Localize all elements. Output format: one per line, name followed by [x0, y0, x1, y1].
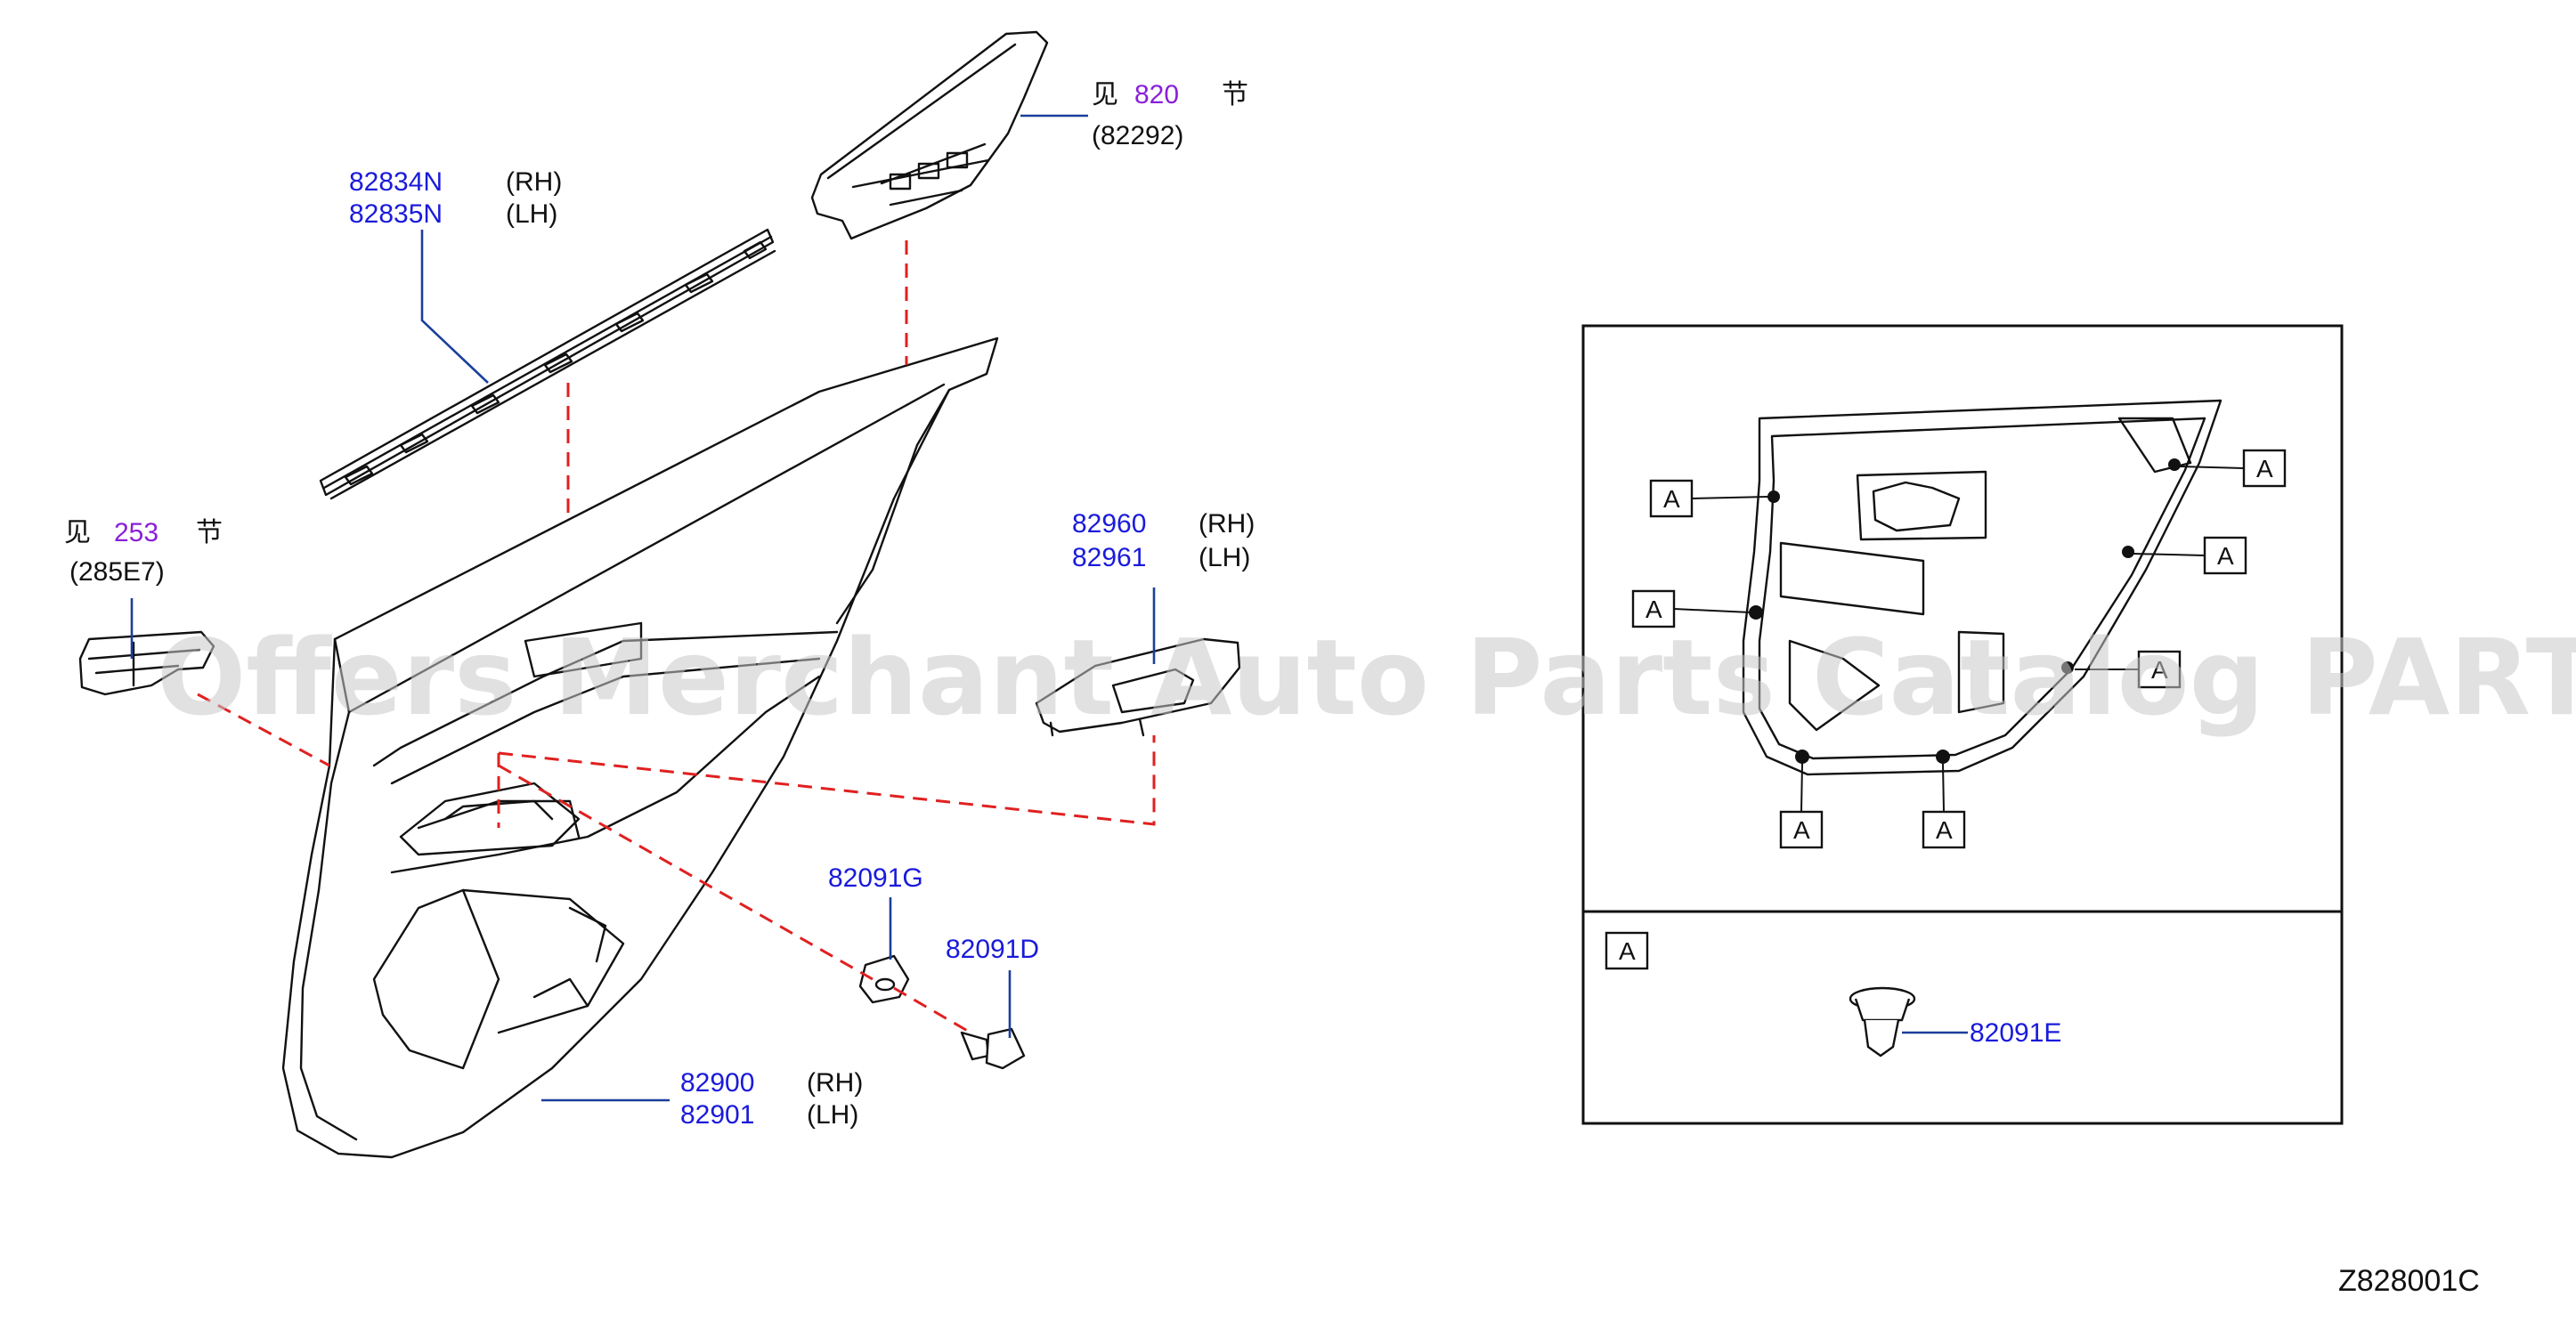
code-82292: (82292): [1092, 121, 1183, 150]
belt-finisher-strip: [319, 228, 776, 500]
door-frame-detail: [1742, 399, 2223, 776]
diagram-code: Z828001C: [2338, 1264, 2480, 1298]
side-lh-82961: (LH): [1199, 543, 1250, 572]
callout-a-2: A: [1646, 596, 1662, 623]
watermark-text: Offers Merchant Auto Parts Catalog PARTS…: [157, 616, 2576, 739]
leader-lines-left: [130, 114, 1156, 1102]
detail-box: [1581, 324, 2344, 1125]
callout-a-4: A: [2217, 542, 2234, 570]
see-label-253: 见: [64, 517, 91, 548]
callout-a-6: A: [1793, 816, 1810, 844]
door-finisher-panel: [281, 336, 999, 1159]
part-number-82091g: 82091G: [828, 863, 923, 893]
section-label-820: 节: [1222, 79, 1248, 110]
side-rh-82834n: (RH): [506, 167, 562, 197]
section-label-253: 节: [196, 517, 223, 548]
part-number-82961: 82961: [1072, 543, 1146, 572]
switch-finisher: [1035, 637, 1241, 737]
callout-a-legend: A: [1619, 937, 1636, 965]
clip-82091g: [858, 954, 910, 1004]
part-number-82835n: 82835N: [349, 199, 443, 229]
screw-82091d: [960, 1027, 1026, 1070]
clip-82091e: [1849, 986, 1968, 1058]
callout-boxes: [1605, 449, 2287, 970]
side-rh-82960: (RH): [1199, 509, 1255, 539]
ref-820: 820: [1134, 80, 1179, 109]
pull-handle: [78, 630, 215, 696]
armrest-upper-finisher: [810, 30, 1049, 240]
side-lh-82835n: (LH): [506, 199, 557, 229]
callout-a-1: A: [1663, 485, 1680, 513]
part-number-82901: 82901: [680, 1100, 754, 1130]
part-number-82091e: 82091E: [1970, 1018, 2061, 1048]
code-285e7: (285E7): [69, 557, 165, 587]
side-lh-82901: (LH): [807, 1100, 858, 1130]
ref-253: 253: [114, 518, 158, 547]
assembly-lines: [197, 240, 1156, 1034]
callout-a-5: A: [2151, 656, 2168, 684]
callout-a-3: A: [2256, 455, 2273, 482]
callout-a-7: A: [1936, 816, 1953, 844]
part-number-82900: 82900: [680, 1068, 754, 1098]
side-rh-82900: (RH): [807, 1068, 863, 1098]
part-number-82091d: 82091D: [946, 935, 1039, 964]
part-number-82834n: 82834N: [349, 167, 443, 197]
see-label-820: 见: [1092, 79, 1118, 110]
part-number-82960: 82960: [1072, 509, 1146, 539]
